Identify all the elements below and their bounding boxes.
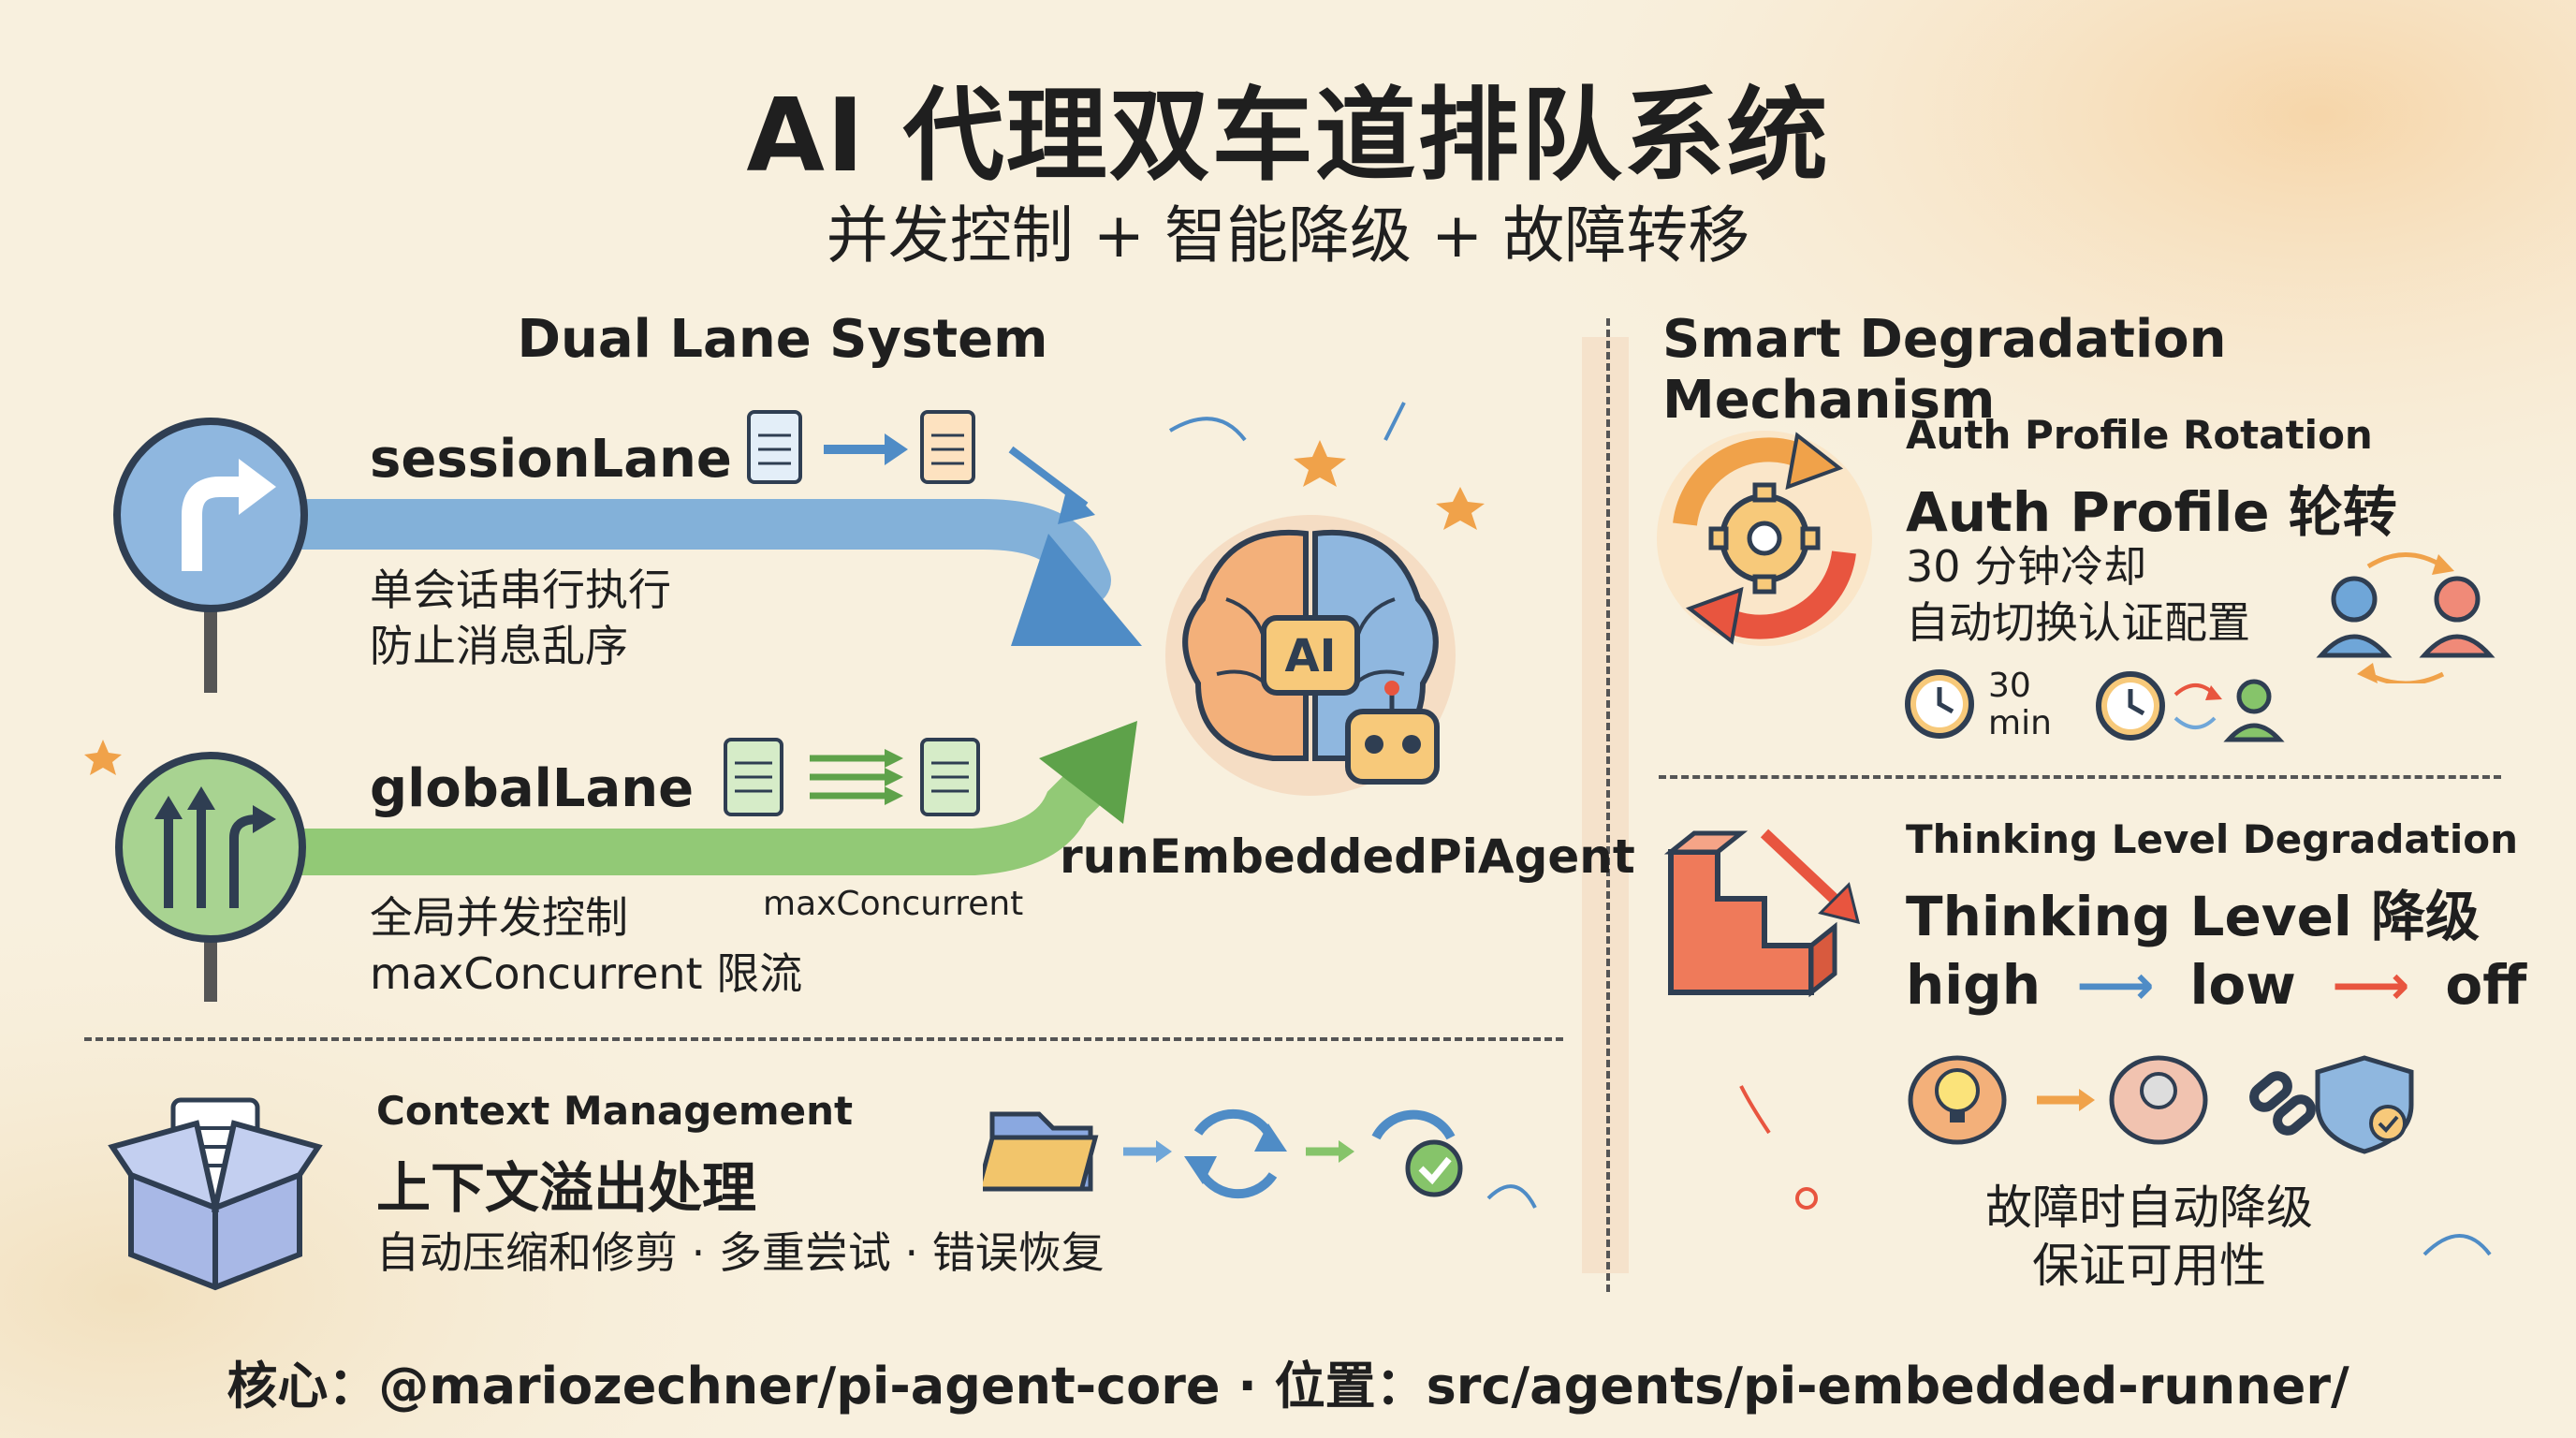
- thinking-line-1: 故障时自动降级: [1985, 1181, 2313, 1235]
- thinking-line-2: 保证可用性: [2032, 1239, 2266, 1293]
- session-lane-desc-2: 防止消息乱序: [370, 621, 628, 671]
- descending-stairs-icon: [1663, 829, 1861, 998]
- agent-label: runEmbeddedPiAgent: [1060, 829, 1635, 884]
- context-box-icon: [108, 1097, 323, 1291]
- global-lane-desc-1: 全局并发控制: [370, 892, 628, 943]
- level-high: high: [1906, 953, 2041, 1017]
- level-low: low: [2189, 953, 2296, 1017]
- session-lane-desc-1: 单会话串行执行: [370, 565, 671, 615]
- context-desc: 自动压缩和修剪 · 多重尝试 · 错误恢复: [376, 1227, 1105, 1278]
- page-subtitle: 并发控制 + 智能降级 + 故障转移: [826, 199, 1750, 271]
- timer-unit: min: [1988, 704, 2052, 742]
- context-cn-title: 上下文溢出处理: [376, 1156, 757, 1220]
- user-switch-icon: [2316, 552, 2496, 683]
- footer-text: 核心：@mariozechner/pi-agent-core · 位置：src/…: [227, 1357, 2349, 1416]
- ai-brain-icon: AI: [1165, 515, 1456, 796]
- auth-en-title: Auth Profile Rotation: [1906, 412, 2373, 458]
- section-divider-vertical: [1606, 318, 1610, 1292]
- document-transfer-icon: [747, 410, 975, 484]
- degradation-flow-icons: [1908, 1055, 2414, 1154]
- divider-left-context: [84, 1037, 1563, 1041]
- multi-lane-sign-icon: [115, 752, 306, 1002]
- auth-line-2: 自动切换认证配置: [1906, 597, 2250, 648]
- divider-right-thinking: [1659, 775, 2501, 779]
- lane-arrows: [190, 446, 1142, 875]
- page-title: AI 代理双车道排队系统: [746, 78, 1830, 195]
- thinking-en-title: Thinking Level Degradation: [1906, 816, 2518, 862]
- ai-badge-text: AI: [1284, 630, 1336, 682]
- global-lane-desc-2: maxConcurrent 限流: [370, 948, 803, 999]
- session-lane-name: sessionLane: [370, 429, 732, 490]
- turn-right-sign-icon: [113, 418, 308, 693]
- degradation-section-title: Smart Degradation Mechanism: [1662, 309, 2227, 431]
- arrow-icon: ⟶: [2076, 953, 2155, 1017]
- throttle-label: maxConcurrent: [763, 885, 1024, 923]
- level-off: off: [2445, 953, 2527, 1017]
- arrow-icon: ⟶: [2332, 953, 2410, 1017]
- cooldown-switch-icon: [2096, 671, 2285, 742]
- gear-rotation-icon: [1657, 431, 1872, 646]
- dual-lane-section-title: Dual Lane System: [517, 309, 1048, 370]
- auth-cn-title: Auth Profile 轮转: [1906, 480, 2397, 544]
- clock-icon: [1905, 669, 1974, 739]
- timer-value: 30: [1988, 667, 2031, 705]
- context-en-title: Context Management: [376, 1088, 854, 1134]
- parallel-documents-icon: [724, 738, 980, 816]
- global-lane-name: globalLane: [370, 758, 695, 819]
- auth-line-1: 30 分钟冷却: [1906, 541, 2147, 592]
- thinking-levels: high ⟶ low ⟶ off: [1906, 953, 2526, 1017]
- thinking-cn-title: Thinking Level 降级: [1906, 885, 2480, 948]
- context-flow-icons: [983, 1108, 1463, 1199]
